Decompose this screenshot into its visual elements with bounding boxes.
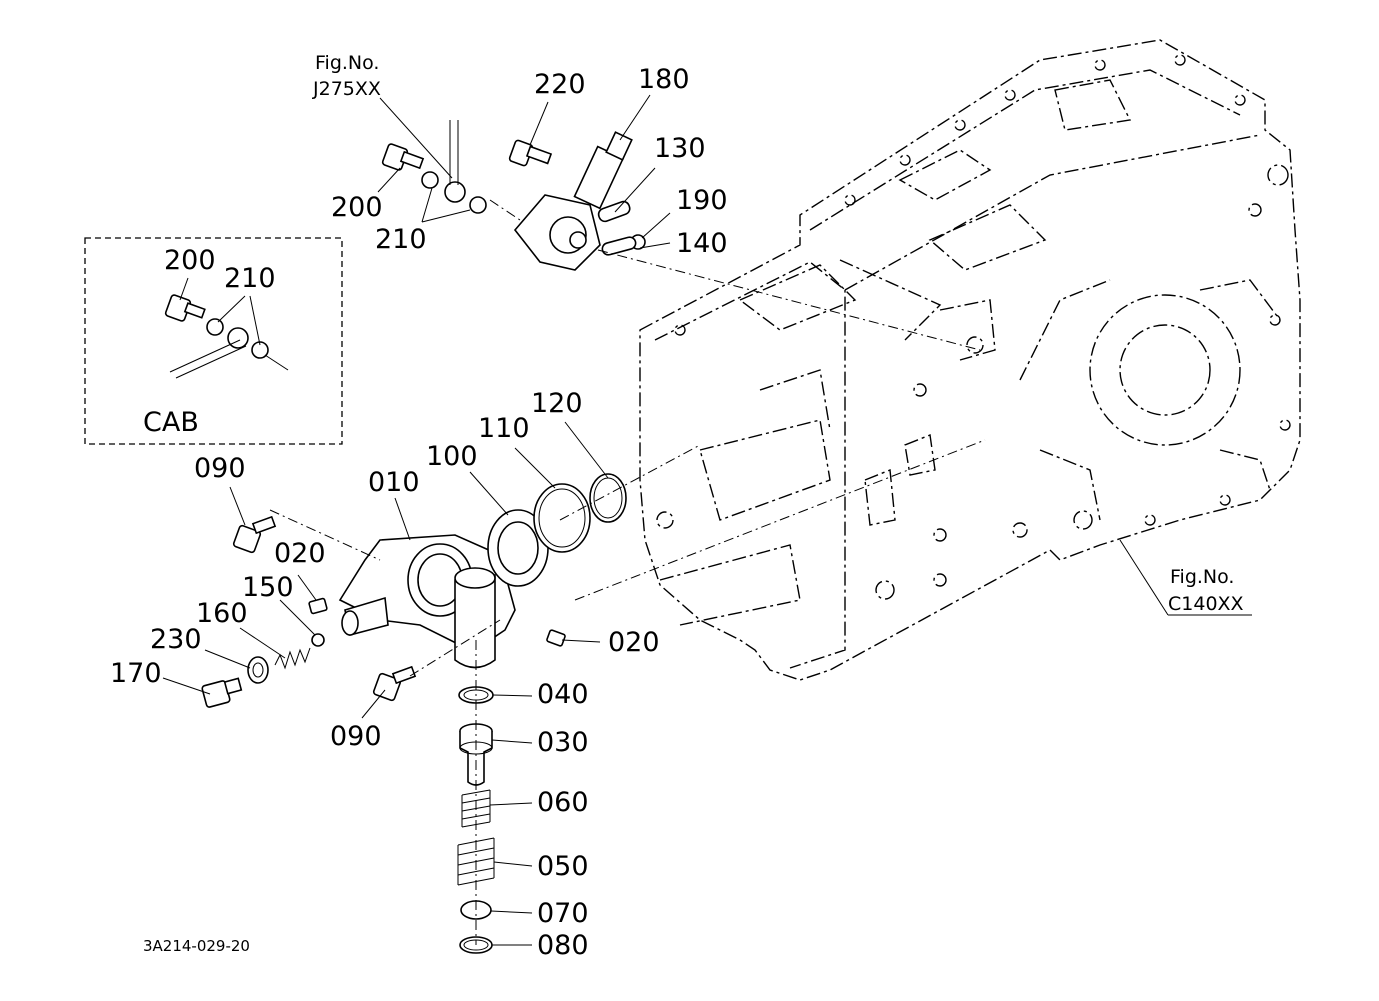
bolt-200-top: [381, 143, 425, 171]
fig-ref-c140-line1: Fig.No.: [1170, 566, 1234, 588]
label-230: 230: [150, 624, 202, 655]
bolt-090-top: [232, 515, 277, 554]
label-010: 010: [368, 467, 420, 498]
label-170: 170: [110, 658, 162, 689]
cab-parts: [164, 294, 289, 379]
label-050: 050: [537, 851, 589, 882]
plug-020-left: [308, 597, 328, 615]
label-030: 030: [537, 727, 589, 758]
label-090-bottom: 090: [330, 721, 382, 752]
fig-ref-c140-line2: C140XX: [1168, 593, 1244, 615]
figure-reference-c140: Fig.No. C140XX: [1168, 566, 1244, 615]
drawing-code: 3A214-029-20: [143, 937, 250, 955]
ball-150: [311, 633, 325, 647]
solenoid-valve-assembly: [513, 131, 646, 271]
label-190: 190: [676, 185, 728, 216]
o-ring-120: [589, 473, 627, 523]
label-210-top: 210: [375, 224, 427, 255]
bolt-090-bottom: [372, 665, 417, 702]
label-070: 070: [537, 898, 589, 929]
washer-230: [247, 656, 269, 684]
label-040: 040: [537, 679, 589, 710]
plug-020-right: [546, 629, 566, 647]
label-090-top: 090: [194, 453, 246, 484]
fig-ref-j275-line1: Fig.No.: [315, 52, 379, 74]
label-060: 060: [537, 787, 589, 818]
transmission-housing: [639, 39, 1301, 681]
label-140: 140: [676, 228, 728, 259]
label-020-left: 020: [274, 538, 326, 569]
label-130: 130: [654, 133, 706, 164]
label-080: 080: [537, 930, 589, 961]
label-100: 100: [426, 441, 478, 472]
snap-ring-110: [533, 483, 591, 553]
label-110: 110: [478, 413, 530, 444]
label-200-top: 200: [331, 192, 383, 223]
label-020-right: 020: [608, 627, 660, 658]
leader-lines: [162, 94, 1252, 946]
bolt-220: [508, 139, 553, 167]
assembly-lines: [269, 199, 986, 945]
cab-variant-box: [84, 237, 343, 445]
label-200-cab: 200: [164, 245, 216, 276]
washers-210-top: [421, 120, 487, 214]
bearing-100: [487, 509, 549, 587]
plug-170: [201, 677, 243, 708]
piston-030: [459, 723, 493, 786]
cab-label: CAB: [143, 407, 199, 438]
label-150: 150: [242, 572, 294, 603]
label-160: 160: [196, 598, 248, 629]
spring-160: [274, 647, 311, 670]
label-180: 180: [638, 64, 690, 95]
figure-reference-j275: Fig.No. J275XX: [312, 52, 381, 100]
label-220: 220: [534, 69, 586, 100]
fig-ref-j275-line2: J275XX: [312, 78, 381, 100]
label-120: 120: [531, 388, 583, 419]
valve-body-010: [338, 534, 516, 669]
label-210-cab: 210: [224, 263, 276, 294]
